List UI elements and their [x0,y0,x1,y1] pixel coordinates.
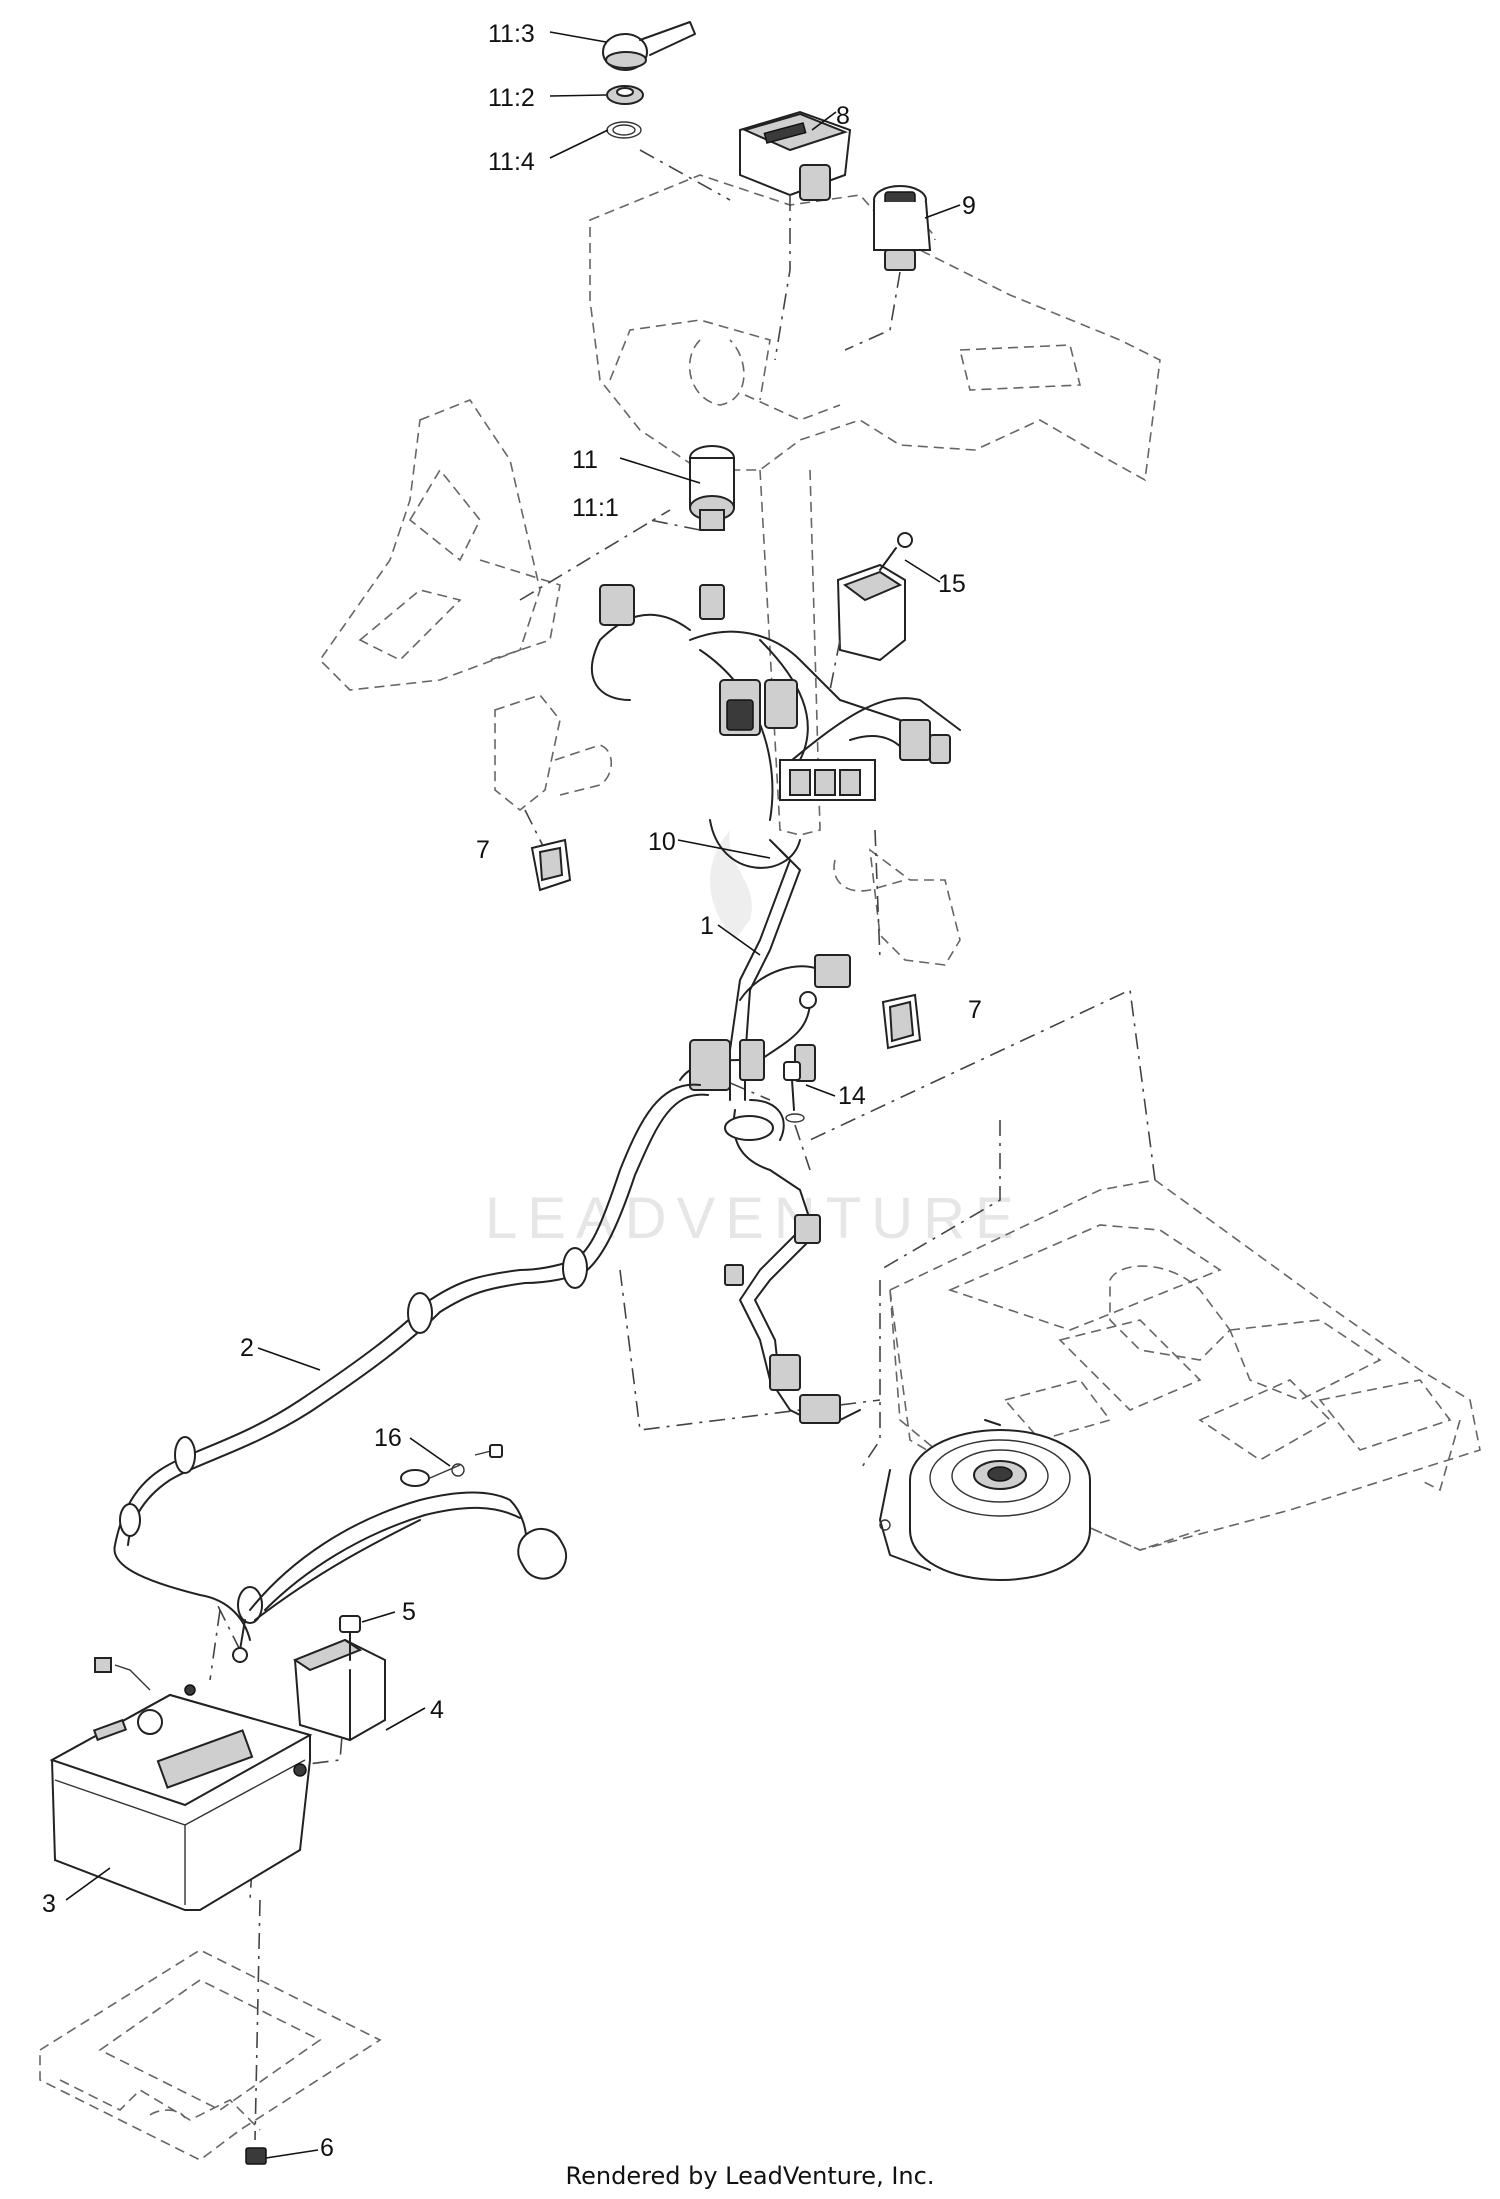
hold-down-bolt [339,1615,361,1661]
seat-switch-right [881,993,922,1050]
callout-14: 14 [838,1082,866,1110]
hour-meter [739,110,852,361]
relay-module [829,532,913,691]
callout-15: 15 [938,570,966,598]
left-lever-frame [494,694,613,851]
ignition-key [602,21,696,71]
key-switch-washer [606,121,642,139]
callout-leaders [65,31,961,2159]
key-switch [649,445,735,531]
pto-switch [844,185,932,351]
right-lever-frame [833,829,961,966]
battery-hold-down [292,1638,386,1742]
callout-6: 6 [320,2134,334,2162]
tray-clip [245,2147,267,2165]
callout-11-4: 11:4 [488,148,535,176]
callout-11-2: 11:2 [488,84,535,112]
callout-3: 3 [42,1890,56,1918]
callout-16: 16 [374,1424,402,1452]
battery-cable [113,1083,709,1663]
callout-4: 4 [430,1696,444,1724]
callout-9: 9 [962,192,976,220]
watermark-flame-icon [710,830,752,940]
battery [49,1657,313,1911]
key-switch-nut [606,85,644,105]
battery-tray-frame [39,1949,382,2161]
main-wire-harness [590,584,961,1424]
seat-switch-left [530,838,572,892]
callout-5: 5 [402,1598,416,1626]
callout-8: 8 [836,102,850,130]
watermark-text: LEADVENTURE [485,1186,1024,1251]
footer-credit: Rendered by LeadVenture, Inc. [565,2162,935,2190]
callout-11: 11 [572,446,598,474]
callout-2: 2 [240,1334,254,1362]
callout-labels: 11:3 11:2 11:4 8 9 11 11:1 15 7 10 1 7 1… [42,20,982,2162]
callout-11-3: 11:3 [488,20,535,48]
callout-11-1: 11:1 [572,494,619,522]
callout-7-right: 7 [968,996,982,1024]
pto-clutch [879,1419,1091,1582]
callout-7-left: 7 [476,836,490,864]
callout-10: 10 [648,828,676,856]
callout-1: 1 [700,912,714,940]
ground-bolt [783,1061,811,1171]
left-console-bracket-frame [318,399,671,691]
